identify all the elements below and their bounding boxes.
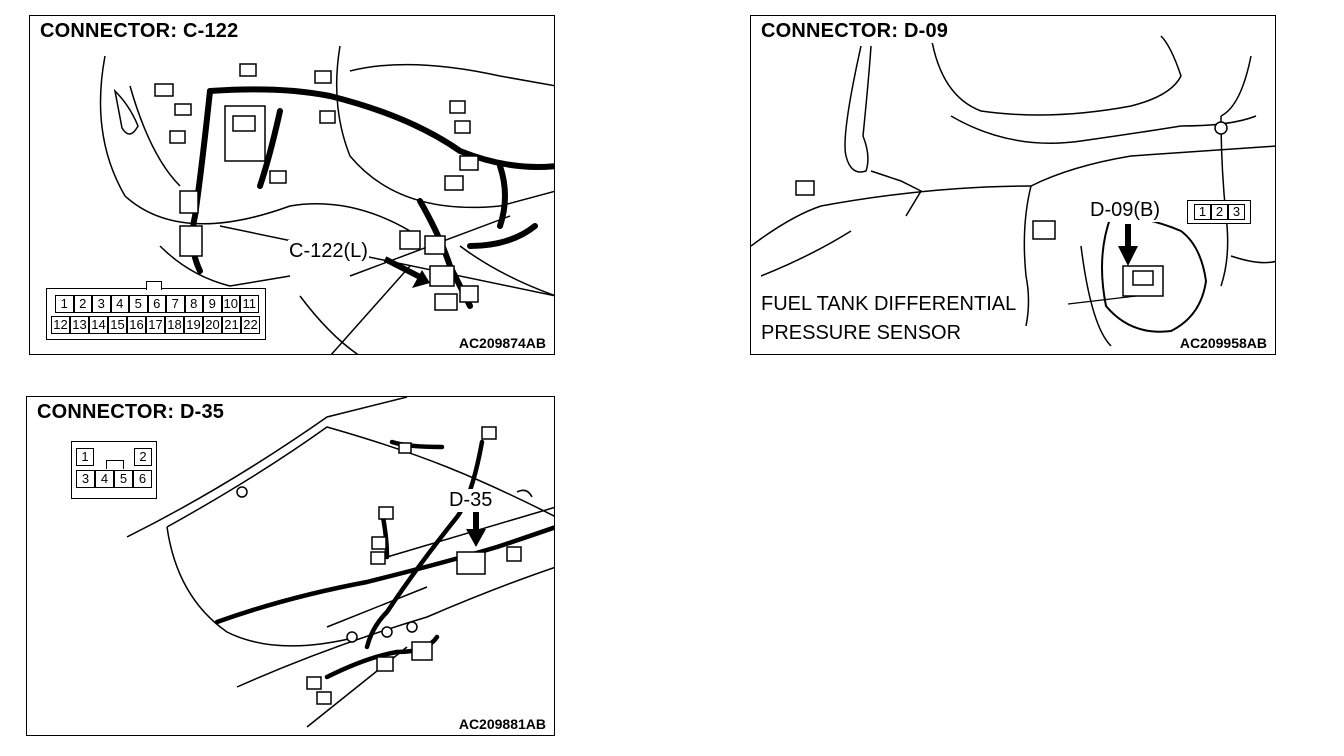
connector-pin: 10 [221,295,240,313]
connector-pin: 12 [51,316,70,334]
connector-pin: 14 [89,316,108,334]
d09-figure-code: AC209958AB [1177,335,1269,351]
connector-pin: 18 [165,316,184,334]
connector-pin: 20 [203,316,222,334]
connector-pin: 3 [1228,204,1245,220]
d35-figure-code: AC209881AB [456,716,548,732]
connector-d35-panel: CONNECTOR: D-35 [26,396,555,736]
connector-pin: 2 [134,448,152,466]
connector-pin: 1 [1194,204,1211,220]
connector-pin: 7 [166,295,185,313]
connector-pin: 6 [147,295,166,313]
connector-c122-panel: CONNECTOR: C-122 [29,15,555,355]
connector-pin: 19 [184,316,203,334]
connector-pin: 2 [73,295,92,313]
d35-callout-label: D-35 [448,489,494,512]
connector-pin: 13 [70,316,89,334]
d09-callout-label: D-09(B) [1089,199,1162,222]
connector-pin: 6 [133,470,152,488]
c122-pinout-key [146,281,162,290]
c122-callout-label: C-122(L) [288,240,369,263]
connector-pin: 21 [222,316,241,334]
connector-pin: 22 [241,316,260,334]
connector-c122-title: CONNECTOR: C-122 [38,20,241,43]
connector-pin: 4 [110,295,129,313]
d09-description-line1: FUEL TANK DIFFERENTIAL [761,293,1017,315]
d35-rear-window-illustration [126,397,554,728]
connector-pin: 3 [76,470,95,488]
d35-pinout-key [106,460,124,469]
connector-d35-title: CONNECTOR: D-35 [35,401,227,424]
connector-pin: 9 [203,295,222,313]
d09-fuel-tank-illustration [751,35,1275,347]
connector-d09-title: CONNECTOR: D-09 [759,20,951,43]
connector-pin: 11 [240,295,259,313]
connector-pin: 1 [76,448,94,466]
connector-pin: 16 [127,316,146,334]
connector-pin: 4 [95,470,114,488]
c122-wiring-illustration [99,45,554,354]
connector-pin: 3 [92,295,111,313]
d09-description-line2: PRESSURE SENSOR [761,322,962,344]
connector-pin: 1 [55,295,74,313]
connector-pin: 2 [1211,204,1228,220]
connector-pin: 17 [146,316,165,334]
d09-description: FUEL TANK DIFFERENTIAL PRESSURE SENSOR [759,290,1019,348]
connector-pin: 15 [108,316,127,334]
connector-d09-panel: CONNECTOR: D-09 D-0 [750,15,1276,355]
c122-figure-code: AC209874AB [456,335,548,351]
connector-pin: 8 [184,295,203,313]
connector-pin: 5 [129,295,148,313]
connector-pin: 5 [114,470,133,488]
